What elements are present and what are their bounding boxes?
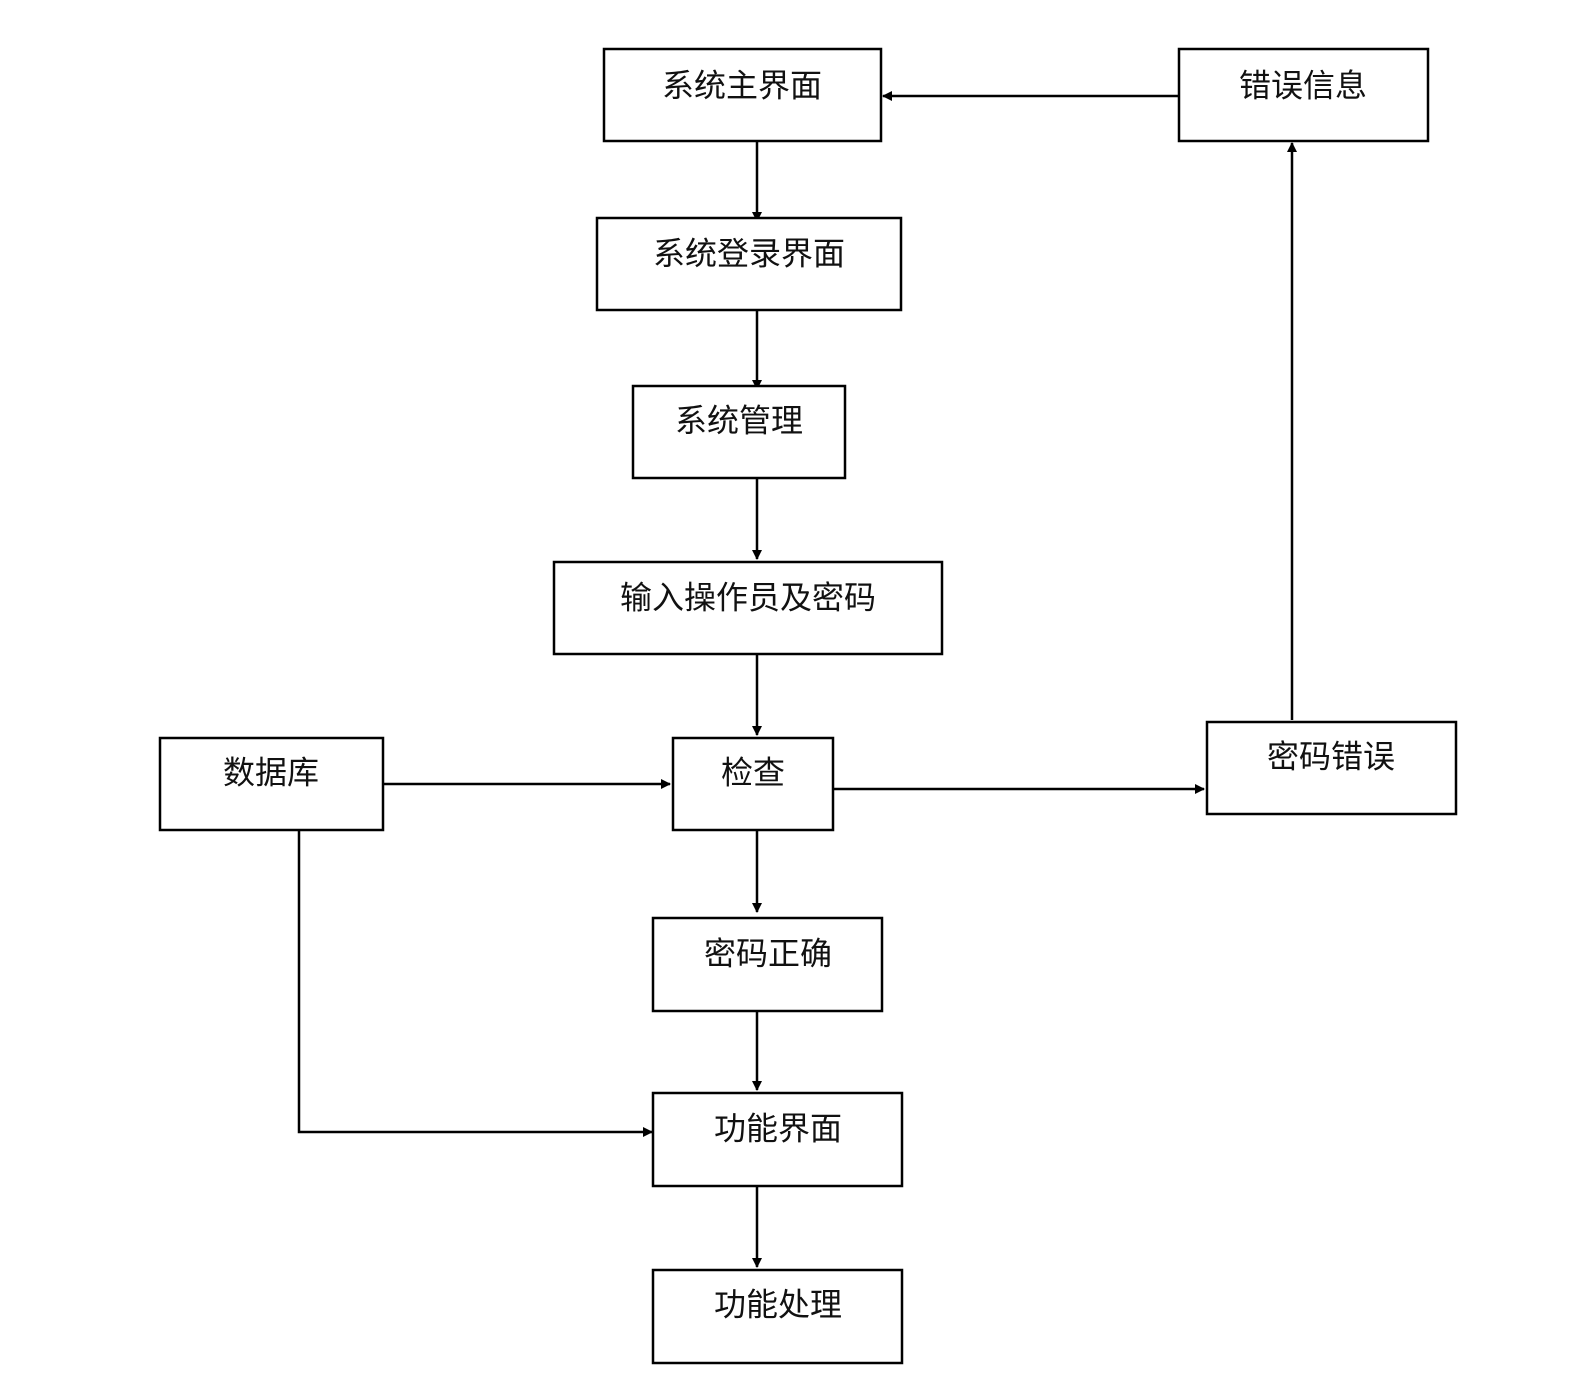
node-box — [651, 1091, 904, 1188]
node-pwd-correct: 密码正确 — [651, 916, 884, 1013]
node-check: 检查 — [671, 736, 835, 832]
node-label: 密码正确 — [704, 935, 832, 973]
node-label: 错误信息 — [1239, 67, 1367, 105]
node-pwd-wrong: 密码错误 — [1205, 720, 1458, 816]
node-label: 功能界面 — [714, 1110, 842, 1148]
node-label: 输入操作员及密码 — [620, 579, 876, 617]
node-box — [158, 736, 385, 832]
node-label: 检查 — [721, 754, 785, 792]
node-func-proc: 功能处理 — [651, 1268, 904, 1365]
node-error-info: 错误信息 — [1177, 47, 1430, 143]
node-input-cred: 输入操作员及密码 — [552, 560, 944, 656]
node-label: 功能处理 — [714, 1286, 842, 1324]
edges — [297, 91, 1297, 1268]
node-func-ui: 功能界面 — [651, 1091, 904, 1188]
node-label: 系统登录界面 — [653, 235, 845, 273]
edge-database-to-func-ui — [297, 830, 653, 1137]
node-label: 密码错误 — [1267, 738, 1395, 776]
node-box — [651, 1268, 904, 1365]
node-login-ui: 系统登录界面 — [595, 216, 903, 312]
node-sys-mgmt: 系统管理 — [631, 384, 847, 480]
node-label: 系统管理 — [675, 402, 803, 440]
node-box — [595, 216, 903, 312]
node-box — [671, 736, 835, 832]
node-box — [1205, 720, 1458, 816]
node-box — [631, 384, 847, 480]
node-box — [602, 47, 883, 143]
node-database: 数据库 — [158, 736, 385, 832]
node-box — [651, 916, 884, 1013]
node-box — [552, 560, 944, 656]
node-main-ui: 系统主界面 — [602, 47, 883, 143]
node-label: 系统主界面 — [662, 67, 822, 105]
node-label: 数据库 — [223, 754, 319, 792]
node-box — [1177, 47, 1430, 143]
